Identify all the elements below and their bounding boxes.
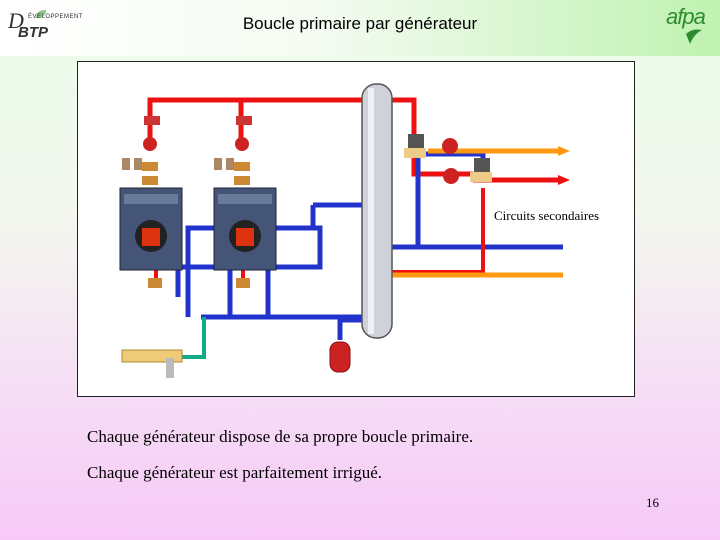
afpa-logo-text: afpa xyxy=(666,4,706,29)
expansion-vessel xyxy=(329,341,351,373)
afpa-logo: afpa xyxy=(662,4,714,50)
caption-1: Chaque générateur dispose de sa propre b… xyxy=(87,427,474,446)
hydraulic-diagram: Circuits secondaires xyxy=(77,61,635,397)
fill-assembly xyxy=(121,349,183,378)
developpement-btp-logo: D ÉVELOPPEMENT BTP xyxy=(8,8,83,42)
secondary-valve-2 xyxy=(443,158,492,184)
boiler-1 xyxy=(119,187,183,271)
boiler-1-valves xyxy=(122,116,162,288)
logo-sub: ÉVELOPPEMENT xyxy=(28,14,84,20)
caption-2: Chaque générateur est parfaitement irrig… xyxy=(87,463,383,482)
slide-header: D ÉVELOPPEMENT BTP Boucle primaire par g… xyxy=(0,0,720,56)
hot-primary-pipe xyxy=(147,97,473,177)
leaf-icon xyxy=(36,10,46,18)
hydraulic-separator xyxy=(361,83,393,339)
page-number: 16 xyxy=(646,495,659,510)
boiler-2-valves xyxy=(214,116,252,288)
boiler-2 xyxy=(213,187,277,271)
afpa-swoosh-icon xyxy=(686,29,702,44)
diagram-svg xyxy=(119,83,570,378)
logo-letter: D xyxy=(8,8,24,33)
logo-brand: BTP xyxy=(18,24,48,41)
circuits-secondaires-label: Circuits secondaires xyxy=(494,208,600,223)
slide-title: Boucle primaire par générateur xyxy=(242,14,478,33)
secondary-valve-1 xyxy=(404,134,458,158)
